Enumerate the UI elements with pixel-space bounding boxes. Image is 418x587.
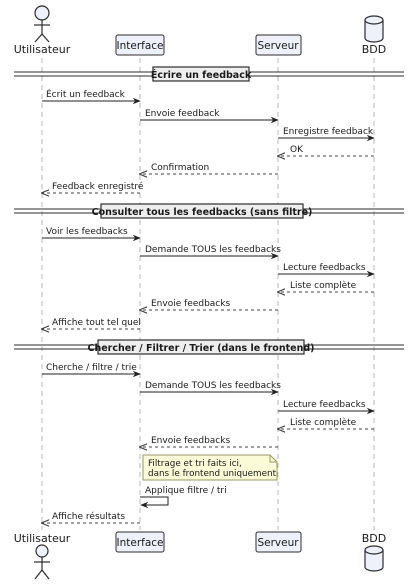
database-icon bbox=[364, 15, 384, 43]
message-return: OK bbox=[278, 145, 374, 156]
stick-figure-icon bbox=[34, 5, 50, 43]
message: Envoie feedback bbox=[140, 109, 279, 124]
message-label: Écrit un feedback bbox=[46, 88, 126, 100]
participant-interface-top: Interface bbox=[115, 34, 165, 56]
message-label: Envoie feedbacks bbox=[151, 436, 230, 446]
note-line: dans le frontend uniquement bbox=[148, 469, 277, 479]
message-return: Affiche tout tel quel bbox=[42, 318, 141, 329]
message-return: Feedback enregistré bbox=[42, 181, 144, 193]
participant-label-server: Serveur bbox=[257, 537, 299, 549]
message-label: Envoie feedbacks bbox=[151, 299, 230, 309]
section-separator: Écrire un feedback bbox=[14, 66, 404, 82]
message-label: Applique filtre / tri bbox=[145, 486, 227, 496]
participant-label-db: BDD bbox=[362, 532, 387, 545]
message-label: Voir les feedbacks bbox=[46, 227, 128, 237]
note-line: Filtrage et tri faits ici, bbox=[148, 459, 242, 469]
participant-label-interface: Interface bbox=[116, 40, 163, 52]
message-label: Envoie feedback bbox=[145, 109, 220, 119]
participant-label-db: BDD bbox=[362, 43, 387, 56]
section-title: Consulter tous les feedbacks (sans filtr… bbox=[92, 207, 313, 218]
message-return: Affiche résultats bbox=[42, 511, 140, 523]
participant-interface-bottom: Interface bbox=[115, 531, 165, 553]
message-return: Envoie feedbacks bbox=[140, 436, 278, 447]
participant-db-bottom: BDD bbox=[362, 532, 387, 572]
database-icon bbox=[364, 545, 384, 572]
section-separator: Chercher / Filtrer / Trier (dans le fron… bbox=[14, 339, 404, 355]
section-title: Chercher / Filtrer / Trier (dans le fron… bbox=[87, 343, 314, 354]
message-label: Demande TOUS les feedbacks bbox=[145, 245, 281, 255]
message-label: Liste complète bbox=[290, 417, 357, 428]
message-label: Demande TOUS les feedbacks bbox=[145, 381, 281, 391]
message: Écrit un feedback bbox=[42, 88, 141, 105]
message-return: Liste complète bbox=[278, 417, 374, 429]
message-return: Liste complète bbox=[278, 280, 374, 292]
message-return: Envoie feedbacks bbox=[140, 299, 278, 310]
message-label: Enregistre feedback bbox=[283, 127, 374, 137]
section-title: Écrire un feedback bbox=[151, 69, 252, 81]
stick-figure-icon bbox=[34, 544, 50, 580]
message: Lecture feedbacks bbox=[278, 400, 375, 415]
participant-label-user: Utilisateur bbox=[14, 532, 71, 545]
message-label: Lecture feedbacks bbox=[283, 263, 366, 273]
message-label: Cherche / filtre / trie bbox=[46, 363, 137, 373]
self-message: Applique filtre / tri bbox=[140, 486, 227, 509]
note: Filtrage et tri faits ici, dans le front… bbox=[142, 454, 278, 481]
actor-user-bottom: Utilisateur bbox=[14, 532, 71, 580]
message-label: Confirmation bbox=[151, 163, 209, 173]
message-label: Affiche tout tel quel bbox=[52, 318, 141, 328]
participant-label-user: Utilisateur bbox=[14, 43, 71, 56]
message-label: OK bbox=[290, 145, 304, 155]
message-label: Affiche résultats bbox=[52, 511, 125, 522]
participant-label-interface: Interface bbox=[116, 537, 163, 549]
message: Enregistre feedback bbox=[278, 127, 375, 142]
participant-label-server: Serveur bbox=[257, 40, 299, 52]
message: Lecture feedbacks bbox=[278, 263, 375, 278]
actor-user-top: Utilisateur bbox=[14, 5, 71, 56]
message: Demande TOUS les feedbacks bbox=[140, 245, 281, 260]
message-label: Liste complète bbox=[290, 280, 357, 291]
message-return: Confirmation bbox=[140, 163, 278, 174]
message-label: Lecture feedbacks bbox=[283, 400, 366, 410]
message-label: Feedback enregistré bbox=[52, 181, 144, 192]
section-separator: Consulter tous les feedbacks (sans filtr… bbox=[14, 203, 404, 219]
participant-server-top: Serveur bbox=[255, 34, 302, 56]
participant-server-bottom: Serveur bbox=[255, 531, 302, 553]
message: Cherche / filtre / trie bbox=[42, 363, 141, 378]
message: Voir les feedbacks bbox=[42, 227, 141, 242]
participant-db-top: BDD bbox=[362, 15, 387, 56]
message: Demande TOUS les feedbacks bbox=[140, 381, 281, 396]
